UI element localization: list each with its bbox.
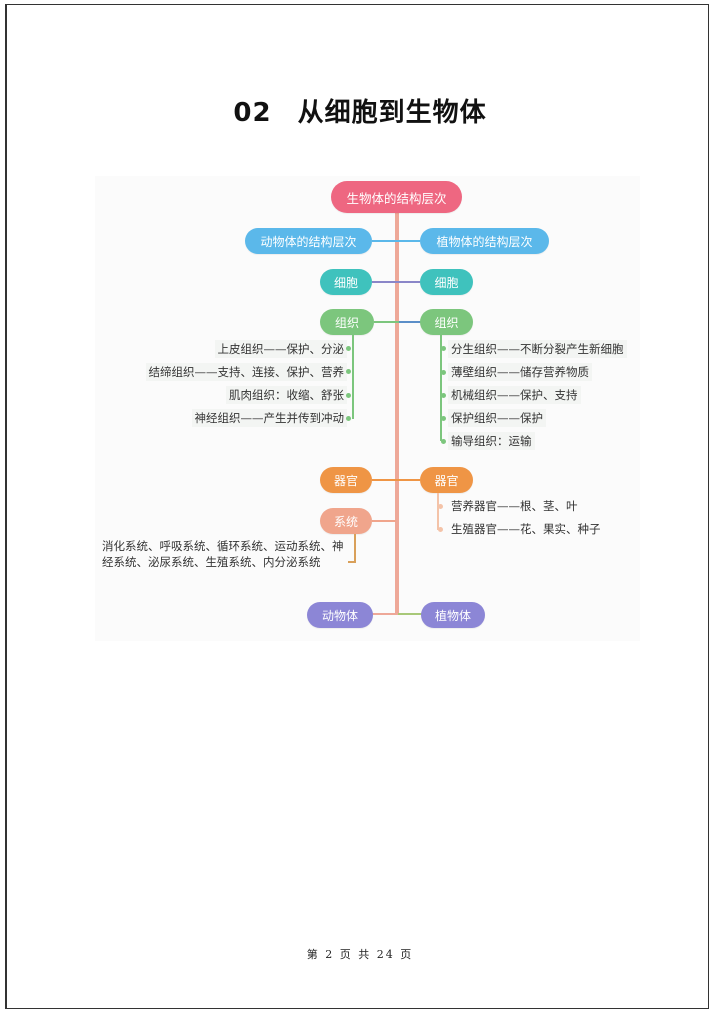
connector-organ [372, 479, 420, 481]
plant-tissue-node[interactable]: 组织 [420, 309, 473, 335]
plant-tissue-item: 输导组织：运输 [448, 432, 535, 450]
animal-tissue-item: 上皮组织——保护、分泌 [214, 340, 347, 358]
plant-cell-node[interactable]: 细胞 [420, 269, 473, 295]
plant-structure-label: 植物体的结构层次 [436, 234, 533, 249]
animal-cell-node[interactable]: 细胞 [320, 269, 372, 295]
branch-dot [346, 346, 351, 351]
branch-dot [346, 369, 351, 374]
title-number: 02 [233, 98, 272, 128]
animal-organism-label: 动物体 [321, 608, 358, 623]
plant-organism-label: 植物体 [434, 608, 471, 623]
root-node[interactable]: 生物体的结构层次 [331, 181, 462, 213]
animal-structure-label: 动物体的结构层次 [260, 234, 357, 249]
connector-tissue-right-blue [399, 321, 421, 323]
branch-dot [438, 527, 443, 532]
branch-dot [441, 439, 446, 444]
connector-organism-left [372, 613, 398, 615]
plant-organ-label: 器官 [434, 473, 459, 488]
branch-dot [441, 416, 446, 421]
plant-structure-node[interactable]: 植物体的结构层次 [420, 228, 549, 254]
animal-tissue-item: 神经组织——产生并传到冲动 [191, 409, 347, 427]
plant-tissue-item: 保护组织——保护 [448, 409, 546, 427]
connector-tissue [374, 321, 420, 323]
branch-dot [438, 504, 443, 509]
animal-cell-label: 细胞 [333, 275, 358, 290]
connector-organism-right [398, 613, 422, 615]
animal-structure-node[interactable]: 动物体的结构层次 [245, 228, 372, 254]
animal-tissue-item: 结缔组织——支持、连接、保护、营养 [145, 363, 347, 381]
connector-level1 [372, 240, 420, 242]
page-footer: 第 2 页 共 24 页 [306, 948, 414, 961]
animal-system-label: 系统 [333, 514, 358, 529]
system-branch [354, 534, 356, 563]
root-label: 生物体的结构层次 [346, 190, 447, 206]
animal-tissue-label: 组织 [334, 315, 359, 330]
animal-organism-node[interactable]: 动物体 [307, 602, 373, 628]
plant-tissue-label: 组织 [434, 315, 459, 330]
connector-cell [372, 281, 420, 283]
system-branch-hook [348, 561, 356, 563]
plant-tissue-branch [440, 335, 442, 441]
title-text: 从细胞到生物体 [297, 98, 487, 128]
animal-organ-node[interactable]: 器官 [320, 467, 372, 493]
branch-dot [441, 393, 446, 398]
branch-dot [346, 416, 351, 421]
plant-cell-label: 细胞 [434, 275, 459, 290]
plant-organ-item: 营养器官——根、茎、叶 [451, 499, 578, 513]
plant-organism-node[interactable]: 植物体 [421, 602, 485, 628]
animal-system-node[interactable]: 系统 [320, 508, 372, 534]
plant-organ-item: 生殖器官——花、果实、种子 [451, 522, 601, 536]
trunk-line [395, 212, 399, 614]
plant-organ-node[interactable]: 器官 [420, 467, 473, 493]
animal-tissue-item: 肌肉组织：收缩、舒张 [226, 386, 347, 404]
plant-tissue-item: 薄壁组织——储存营养物质 [448, 363, 592, 381]
plant-tissue-item: 机械组织——保护、支持 [448, 386, 581, 404]
plant-tissue-item: 分生组织——不断分裂产生新细胞 [448, 340, 627, 358]
branch-dot [441, 370, 446, 375]
animal-tissue-node[interactable]: 组织 [320, 309, 374, 335]
animal-tissue-branch [352, 335, 354, 419]
page-title: 02 从细胞到生物体 [0, 92, 720, 129]
mindmap-canvas [95, 176, 640, 641]
connector-system [372, 520, 396, 522]
branch-dot [346, 393, 351, 398]
system-description: 消化系统、呼吸系统、循环系统、运动系统、神经系统、泌尿系统、生殖系统、内分泌系统 [102, 539, 344, 569]
animal-organ-label: 器官 [333, 473, 358, 488]
branch-dot [441, 346, 446, 351]
plant-organ-branch [437, 493, 439, 530]
